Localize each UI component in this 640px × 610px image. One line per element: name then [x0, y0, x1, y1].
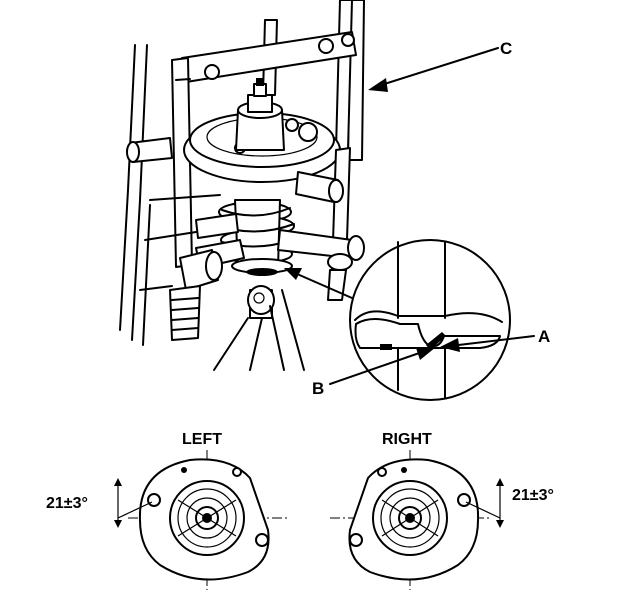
callout-c-label: C	[500, 39, 512, 58]
callout-a: A	[440, 327, 550, 352]
right-mount-caption: RIGHT	[382, 431, 432, 448]
callout-b: B	[312, 347, 436, 398]
right-mount-view: RIGHT 21±3°	[330, 431, 554, 590]
left-mount-view: LEFT 21±3°	[46, 431, 290, 590]
detail-magnifier	[349, 239, 511, 401]
detail-leader-arrow	[284, 268, 353, 299]
spring-compressor-illustration	[119, 0, 365, 371]
callout-b-label: B	[312, 379, 324, 398]
left-mount-caption: LEFT	[182, 431, 222, 448]
right-mount-angle: 21±3°	[512, 487, 554, 504]
callout-c: C	[368, 39, 512, 92]
callout-a-label: A	[538, 327, 550, 346]
left-mount-angle: 21±3°	[46, 495, 88, 512]
